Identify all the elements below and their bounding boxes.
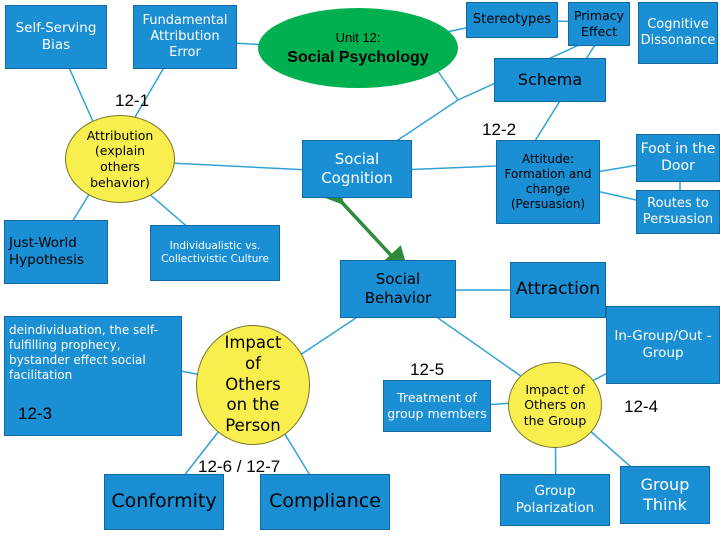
cognitive-dissonance-node: Cognitive Dissonance xyxy=(638,2,718,64)
foot-in-the-door-node: Foot in the Door xyxy=(636,134,720,182)
section-label-12-2: 12-2 xyxy=(482,120,517,139)
unit-number: Unit 12: xyxy=(335,29,381,45)
cognition-behavior-arrow xyxy=(315,175,410,276)
section-label-12-3: 12-3 xyxy=(18,404,53,423)
treatment-of-group-members-node: Treatment of group members xyxy=(383,380,491,432)
just-world-hypothesis-node: Just-World Hypothesis xyxy=(4,220,108,284)
schema-node: Schema xyxy=(494,58,606,102)
self-serving-bias-node: Self-Serving Bias xyxy=(5,5,107,69)
social-cognition-node: Social Cognition xyxy=(302,140,412,198)
deindividuation-node: deindividuation, the self-fulfilling pro… xyxy=(4,316,182,436)
attraction-node: Attraction xyxy=(510,262,606,318)
stereotypes-node: Stereotypes xyxy=(466,2,558,38)
section-label-12-4: 12-4 xyxy=(624,397,659,416)
group-think-node: Group Think xyxy=(620,466,710,524)
group-polarization-node: Group Polarization xyxy=(500,474,610,526)
impact-on-person-oval: Impact of Others on the Person xyxy=(196,325,310,445)
attitude-node: Attitude: Formation and change (Persuasi… xyxy=(496,140,600,224)
section-label-12-1: 12-1 xyxy=(115,91,150,110)
section-label-12-6-12-7: 12-6 / 12-7 xyxy=(198,457,281,476)
individualistic-collectivistic-node: Individualistic vs. Collectivistic Cultu… xyxy=(150,225,280,281)
social-behavior-node: Social Behavior xyxy=(340,260,456,318)
conformity-node: Conformity xyxy=(104,474,224,530)
attribution-oval: Attribution (explain others behavior) xyxy=(65,115,175,203)
section-label-12-5: 12-5 xyxy=(410,360,445,379)
impact-on-group-oval: Impact of Others on the Group xyxy=(508,362,602,448)
in-group-out-group-node: In-Group/Out -Group xyxy=(606,306,720,384)
primacy-effect-node: Primacy Effect xyxy=(568,2,630,46)
routes-to-persuasion-node: Routes to Persuasion xyxy=(636,190,720,234)
unit-title: Social Psychology xyxy=(287,48,429,66)
compliance-node: Compliance xyxy=(260,474,390,530)
fundamental-attribution-error-node: Fundamental Attribution Error xyxy=(133,5,237,69)
unit-title-oval: Unit 12: Social Psychology xyxy=(258,8,458,88)
